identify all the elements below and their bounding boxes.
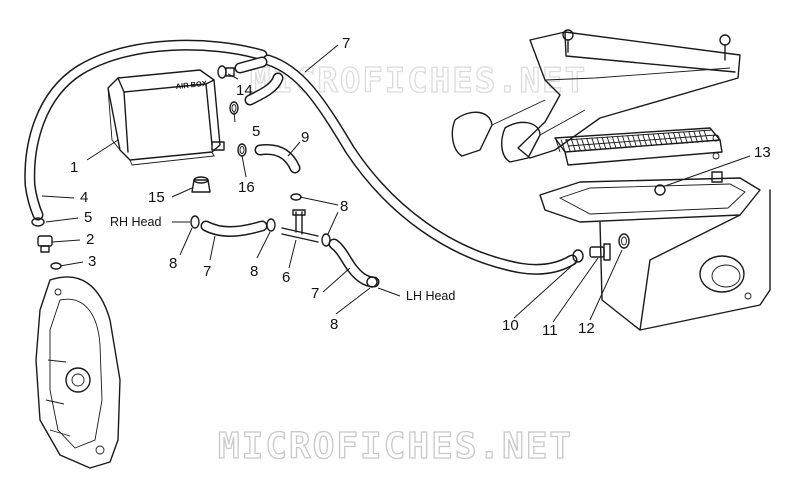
clamp-8-right: [321, 233, 331, 247]
clamp-8-lh: [366, 276, 378, 288]
filter-pleat: [657, 133, 663, 146]
clamp-14: [217, 65, 235, 79]
callout-9: 9: [301, 129, 309, 146]
callout-6: 6: [282, 269, 290, 286]
filter-pleat: [703, 129, 709, 143]
filter-pleat: [596, 137, 602, 150]
callout-7-lower: 7: [311, 285, 319, 302]
filter-pleat: [621, 135, 627, 148]
callout-15: 15: [148, 189, 165, 206]
filter-pleat: [698, 130, 704, 143]
clamp-8-center: [266, 218, 276, 232]
filter-pleat: [693, 130, 699, 143]
filter-pleat: [586, 137, 592, 151]
callout-3: 3: [88, 253, 96, 270]
callout-8-rh: 8: [169, 255, 177, 272]
filter-pleat: [688, 131, 694, 144]
hose-airbox-top: [234, 56, 284, 106]
filter-pleat: [683, 131, 688, 144]
center-hose-7: [200, 220, 268, 237]
callout-8-lh: 8: [330, 316, 338, 333]
callout-1: 1: [70, 159, 78, 176]
callout-numbers: 1 4 5 2 3 5 14 16 9 15 7 RH Head 8 7 8 6…: [70, 35, 771, 339]
watermark-bottom: MICROFICHES.NET: [218, 426, 573, 467]
filter-pleat: [606, 136, 612, 149]
callout-4: 4: [80, 189, 88, 206]
clamp-5-lower: [31, 217, 45, 227]
air-filter-part: [554, 127, 723, 166]
callout-11: 11: [542, 322, 558, 339]
callout-5-upper: 5: [252, 123, 260, 140]
fitting-2: [37, 235, 53, 253]
callout-7-top: 7: [342, 35, 350, 52]
intake-duct-part: [451, 29, 741, 163]
callout-12: 12: [578, 320, 595, 337]
filter-pleat: [672, 132, 678, 145]
filter-pleat: [616, 135, 622, 149]
filter-pleat: [575, 138, 581, 151]
rh-head-label: RH Head: [110, 215, 161, 229]
callout-7-center: 7: [203, 263, 211, 280]
hose-9: [254, 144, 301, 174]
callout-16: 16: [238, 179, 255, 196]
fitting-11: [589, 243, 611, 261]
callout-8-top: 8: [340, 198, 348, 215]
filter-pleat: [632, 134, 637, 148]
hose-7-lower: [328, 238, 380, 288]
filter-pleat: [662, 132, 668, 146]
filter-pleat: [570, 138, 576, 152]
callout-8-center: 8: [250, 263, 258, 280]
clamp-10: [572, 249, 584, 263]
engine-cover-part: [35, 276, 121, 469]
air-box-part: AIR BOX: [107, 69, 225, 166]
filter-pleat: [647, 133, 653, 147]
clamp-8-top: [290, 193, 302, 201]
filter-pleat: [565, 139, 571, 152]
callout-13: 13: [754, 144, 771, 161]
washer-3: [50, 262, 62, 270]
filter-pleat: [652, 133, 658, 146]
clamp-8-rh: [190, 215, 200, 229]
clamp-16: [237, 143, 247, 157]
callout-2: 2: [86, 231, 94, 248]
filter-pleat: [601, 136, 607, 150]
filter-pleat: [611, 136, 617, 149]
air-box-label: AIR BOX: [175, 79, 207, 91]
filter-pleat: [555, 139, 561, 153]
hose-7-long: [262, 54, 578, 275]
callout-14: 14: [236, 82, 253, 99]
hose-4: [24, 39, 268, 221]
lh-head-label: LH Head: [406, 289, 455, 303]
filter-pleat: [667, 132, 673, 145]
lower-airbox-housing-part: [539, 171, 771, 331]
filter-pleat: [642, 134, 648, 147]
filter-pleat: [581, 138, 586, 151]
tee-fitting-6: [281, 209, 319, 243]
callout-10: 10: [502, 317, 519, 334]
grommet-12: [618, 233, 630, 249]
filter-pleat: [560, 139, 566, 152]
filter-pleat: [677, 131, 683, 144]
filter-pleat: [626, 135, 632, 148]
filter-pleat: [637, 134, 643, 147]
grommet-15: [191, 176, 211, 193]
leader-lines: [41, 44, 751, 323]
callout-5-lower: 5: [84, 209, 92, 226]
filter-pleat: [591, 137, 597, 150]
